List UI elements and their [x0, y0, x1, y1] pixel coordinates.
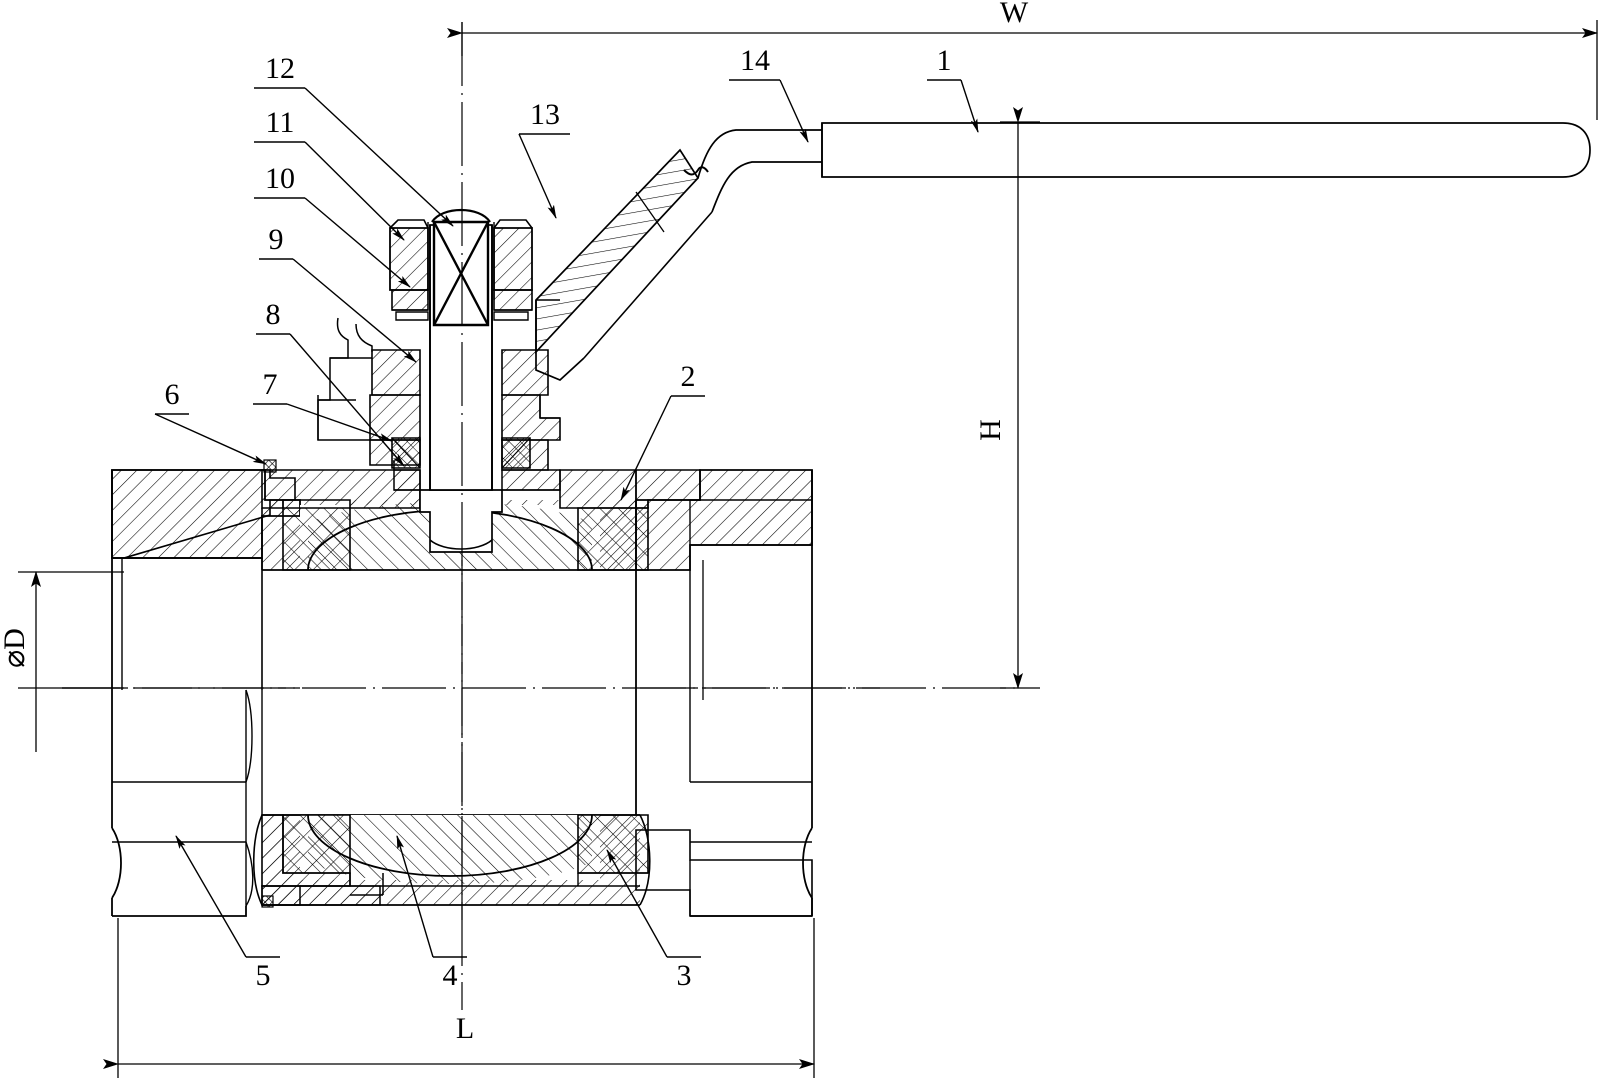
- balloon-13: 13: [530, 98, 560, 131]
- balloon-1: 1: [937, 44, 952, 77]
- balloon-9: 9: [269, 223, 284, 256]
- handle-sleeve: [535, 148, 713, 381]
- balloon-11: 11: [266, 106, 295, 139]
- balloon-6: 6: [165, 378, 180, 411]
- stem-packing: [391, 437, 531, 469]
- handle-lever: [697, 122, 1591, 213]
- balloon-12: 12: [265, 52, 295, 85]
- balloon-2: 2: [681, 360, 696, 393]
- stem-nut: [389, 209, 533, 327]
- dimension-D-label: ⌀D: [0, 628, 31, 668]
- dimension-L-label: L: [456, 1012, 474, 1045]
- balloon-8: 8: [266, 298, 281, 331]
- balloon-14: 14: [740, 44, 770, 77]
- dimension-W-label: W: [1000, 0, 1029, 29]
- lower-section: [252, 814, 651, 908]
- balloon-numbers: 1 2 3 4 5 6 7 8 9 10 11 12 13 14: [165, 44, 952, 992]
- dimension-H-label: H: [974, 419, 1007, 441]
- dimension-L: [103, 918, 815, 1078]
- balloon-4: 4: [443, 959, 458, 992]
- dimension-H: [1000, 107, 1040, 689]
- end-cap-left: [111, 469, 301, 917]
- balloon-5: 5: [256, 959, 271, 992]
- balloon-3: 3: [677, 959, 692, 992]
- balloon-leaders: [154, 79, 979, 958]
- upper-section: [261, 460, 701, 572]
- dimension-D: [18, 571, 124, 752]
- balloon-10: 10: [265, 162, 295, 195]
- balloon-7: 7: [263, 368, 278, 401]
- dimension-W: [447, 20, 1598, 120]
- body-seal-ring: [263, 459, 277, 473]
